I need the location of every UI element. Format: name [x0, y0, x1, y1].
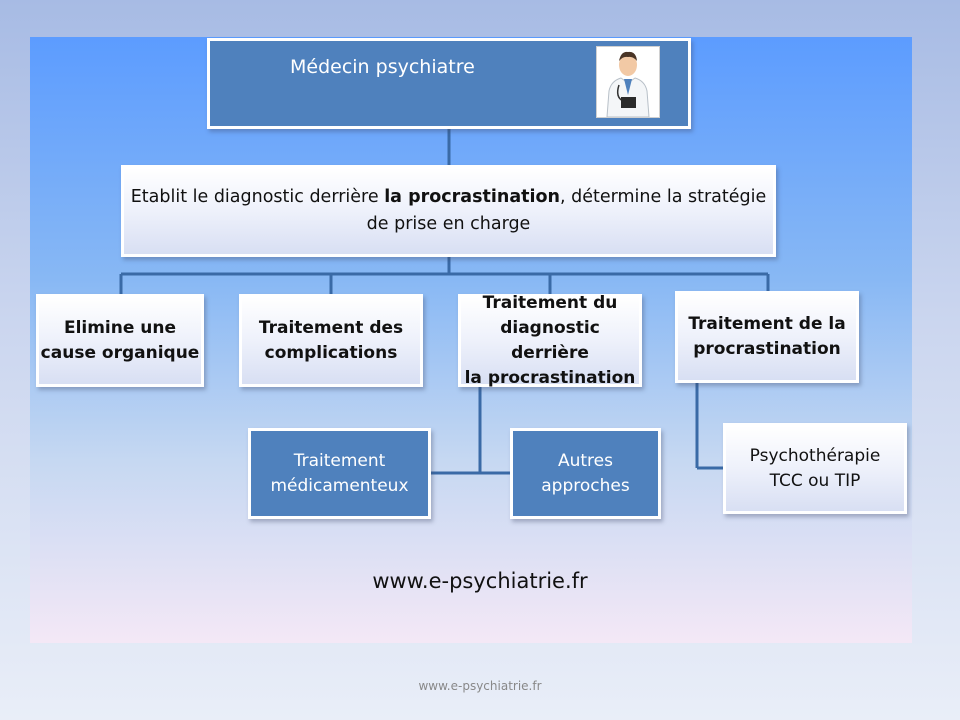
diagnosis-box: Etablit le diagnostic derrière la procra… — [121, 165, 776, 257]
diagnosis-text: Etablit le diagnostic derrière la procra… — [124, 184, 773, 238]
medication-label: Traitement médicamenteux — [270, 450, 409, 496]
website-url: www.e-psychiatrie.fr — [372, 569, 588, 593]
procrastination-treatment-label: Traitement de la procrastination — [688, 314, 846, 359]
psychiatrist-title: Médecin psychiatre — [290, 56, 475, 78]
medication-box: Traitement médicamenteux — [248, 428, 431, 519]
psychotherapy-label: Psychothérapie TCC ou TIP — [749, 445, 881, 491]
procrastination-treatment-box: Traitement de la procrastination — [675, 291, 859, 383]
diagnosis-text-start: Etablit le diagnostic derrière — [130, 187, 385, 207]
other-approaches-box: Autres approches — [510, 428, 661, 519]
organic-cause-label: Elimine une cause organique — [40, 317, 200, 363]
complications-label: Traitement des complications — [258, 317, 404, 363]
psychiatrist-box: Médecin psychiatre — [207, 38, 691, 129]
psychotherapy-box: Psychothérapie TCC ou TIP — [723, 423, 907, 514]
complications-box: Traitement des complications — [239, 294, 423, 387]
other-approaches-label: Autres approches — [541, 450, 630, 496]
organic-cause-box: Elimine une cause organique — [36, 294, 204, 387]
footer-url: www.e-psychiatrie.fr — [418, 679, 542, 693]
underlying-diagnosis-label: Traitement du diagnostic derrière la pro… — [464, 292, 636, 388]
doctor-icon — [596, 46, 660, 118]
underlying-diagnosis-box: Traitement du diagnostic derrière la pro… — [458, 293, 642, 388]
diagnosis-text-bold: la procrastination — [384, 187, 560, 207]
diagnosis-text-end: , détermine la stratégie de prise en cha… — [366, 187, 767, 234]
